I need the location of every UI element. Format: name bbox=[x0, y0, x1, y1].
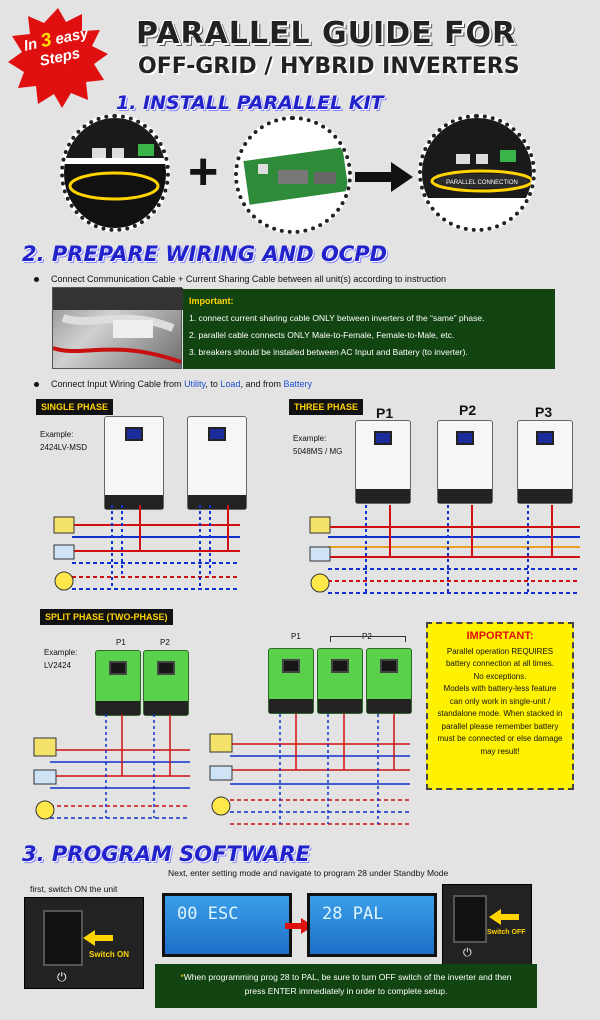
inverter-three-3 bbox=[517, 420, 573, 504]
bullet-dot-icon bbox=[34, 277, 39, 283]
first-instruction: first, switch ON the unit bbox=[30, 884, 118, 894]
single-phase-label: SINGLE PHASE bbox=[36, 399, 114, 415]
page-title: PARALLEL GUIDE FOR bbox=[136, 16, 517, 51]
split-p1-label: P1 bbox=[116, 638, 126, 647]
parallel-kit-board-photo bbox=[234, 116, 352, 234]
inverter-split-3 bbox=[268, 648, 314, 714]
arrow-left-icon bbox=[83, 930, 113, 946]
three-phase-label: THREE PHASE bbox=[289, 399, 364, 415]
inverter-split-5 bbox=[366, 648, 412, 714]
p2-label: P2 bbox=[459, 402, 477, 418]
switch-off-photo: Switch OFF ⏻ bbox=[442, 884, 532, 966]
battery-icon bbox=[53, 544, 331, 562]
switch-off-label: Switch OFF bbox=[487, 929, 526, 936]
step2-title: 2. PREPARE WIRING AND OCPD bbox=[22, 242, 388, 266]
red-arrow-icon bbox=[285, 918, 313, 934]
arrow-right-icon bbox=[355, 162, 413, 192]
three-example: Example: 5048MS / MG bbox=[293, 434, 343, 456]
arrow-left-icon bbox=[489, 909, 519, 925]
step1-title: 1. INSTALL PARALLEL KIT bbox=[116, 92, 384, 114]
inverter-single-2 bbox=[187, 416, 247, 510]
wiring-diagram-top bbox=[53, 505, 580, 594]
inverter-split-2 bbox=[143, 650, 189, 716]
power-icon: ⏻ bbox=[57, 970, 67, 984]
inverter-port-photo bbox=[60, 114, 170, 232]
switch-on-label: Switch ON bbox=[89, 950, 130, 959]
next-instruction: Next, enter setting mode and navigate to… bbox=[168, 868, 449, 878]
inverter-three-2 bbox=[437, 420, 493, 504]
inverter-split-1 bbox=[95, 650, 141, 716]
load-bulb-icon bbox=[54, 571, 330, 593]
important-battery-warning: IMPORTANT: Parallel operation REQUIRES b… bbox=[426, 622, 574, 790]
parallel-connection-label: PARALLEL CONNECTION bbox=[446, 180, 518, 186]
important-box: Important: 1. connect current sharing ca… bbox=[183, 289, 555, 369]
switch-on-photo: Switch ON ⏻ bbox=[24, 897, 144, 989]
step3-title: 3. PROGRAM SOFTWARE bbox=[22, 842, 311, 866]
inverter-three-1 bbox=[355, 420, 411, 504]
wiring-diagram-split bbox=[33, 714, 410, 825]
split-p2-label: P2 bbox=[160, 638, 170, 647]
split-load-bulb-icon bbox=[35, 796, 231, 820]
bullet-communication-cable: Connect Communication Cable + Current Sh… bbox=[34, 274, 446, 284]
bullet-input-wiring: Connect Input Wiring Cable from Utility,… bbox=[34, 379, 312, 389]
bullet-dot-icon bbox=[34, 382, 39, 388]
starburst-badge bbox=[8, 8, 108, 108]
single-example: Example: 2424LV-MSD bbox=[40, 430, 87, 452]
split2-p1-label: P1 bbox=[291, 632, 301, 641]
p3-label: P3 bbox=[535, 404, 553, 420]
p1-label: P1 bbox=[376, 405, 394, 421]
cable-photo bbox=[52, 287, 183, 369]
split-battery-icon bbox=[33, 765, 233, 785]
p2-bracket bbox=[330, 636, 406, 642]
page-subtitle: OFF-GRID / HYBRID INVERTERS bbox=[138, 54, 520, 79]
utility-icon bbox=[53, 516, 331, 534]
power-icon: ⏻ bbox=[463, 947, 472, 959]
inverter-single-1 bbox=[104, 416, 164, 510]
inverter-split-4 bbox=[317, 648, 363, 714]
programming-note: *When programming prog 28 to PAL, be sur… bbox=[155, 964, 537, 1008]
lcd-display-pal: 28 PAL bbox=[307, 893, 437, 957]
installed-kit-photo: PARALLEL CONNECTION bbox=[418, 114, 536, 232]
lcd-display-esc: 00 ESC bbox=[162, 893, 292, 957]
plus-sign: + bbox=[188, 143, 219, 201]
split-phase-label: SPLIT PHASE (TWO-PHASE) bbox=[40, 609, 173, 625]
split-example: Example: LV2424 bbox=[44, 648, 78, 670]
split-utility-icon bbox=[33, 733, 233, 757]
